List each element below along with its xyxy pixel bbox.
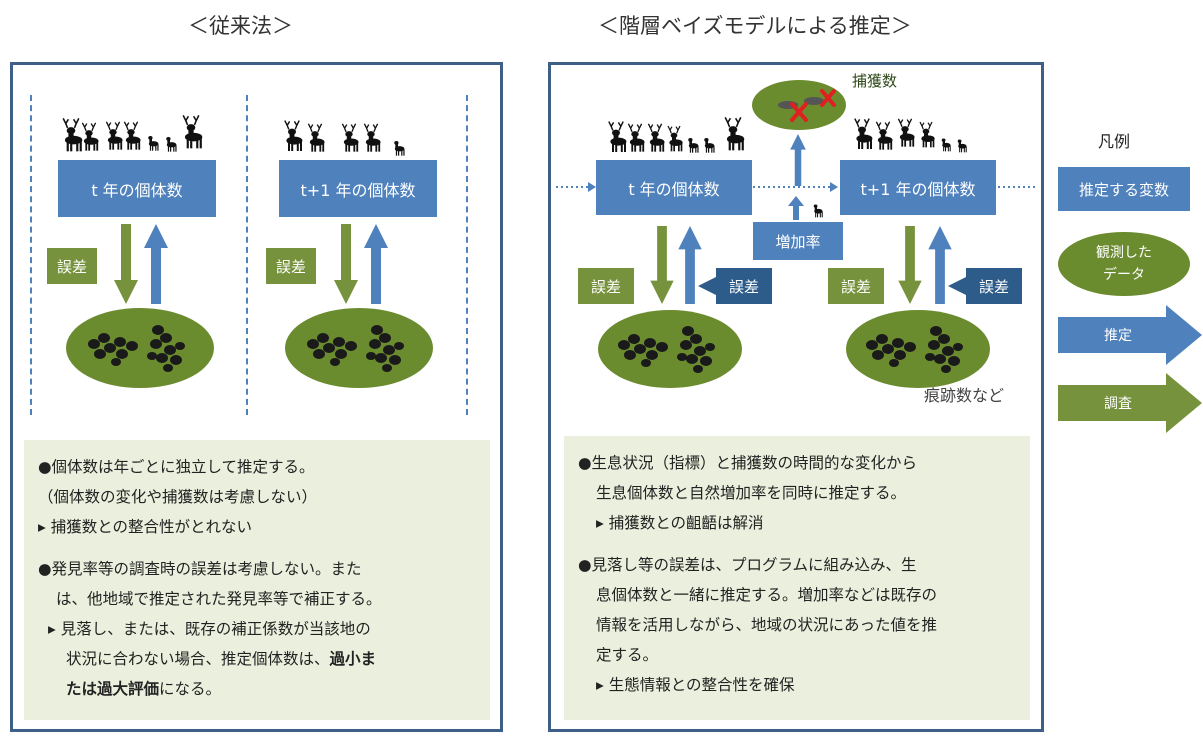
right-error-label-3: 誤差 (828, 268, 884, 304)
left-note-line-1: ●個体数は年ごとに独立して推定する。 (38, 458, 315, 476)
right-notes: ●生息状況（指標）と捕獲数の時間的な変化から 生息個体数と自然増加率を同時に推定… (564, 436, 1030, 720)
left-note-line-6: ▸ 見落し、または、既存の補正係数が当該地の (48, 620, 371, 638)
left-title: ＜従来法＞ (188, 14, 293, 38)
legend-estimate-label: 推定 (1104, 328, 1132, 344)
left-error-label-1: 誤差 (47, 248, 97, 284)
left-note-line-5: は、他地域で推定された発見率等で補正する。 (56, 590, 382, 608)
right-error-label-2: 誤差 (716, 268, 772, 304)
right-error-label-1: 誤差 (578, 268, 634, 304)
right-note-line-2: 生息個体数と自然増加率を同時に推定する。 (596, 484, 907, 502)
right-note-line-6: 情報を活用しながら、地域の状況にあった値を推 (596, 616, 938, 634)
deer-herd-t-icon (58, 102, 208, 160)
legend-survey-label: 調査 (1104, 396, 1132, 412)
right-note-line-5: 息個体数と一緒に推定する。増加率などは既存の (596, 586, 938, 604)
survey-arrow-1 (114, 224, 138, 304)
right-note-line-4: ●見落し等の誤差は、プログラムに組み込み、生 (578, 556, 917, 574)
left-notes: ●個体数は年ごとに独立して推定する。 （個体数の変化や捕獲数は考慮しない） ▸ … (24, 440, 490, 720)
left-box-t1: t+1 年の個体数 (279, 160, 437, 217)
deer-herd-t-right-icon (604, 104, 754, 160)
right-title: ＜階層ベイズモデルによる推定＞ (598, 14, 912, 38)
left-observation-ellipse-2 (285, 308, 433, 388)
left-observation-ellipse-1 (66, 308, 214, 388)
estimate-arrow-2 (364, 224, 388, 304)
left-divider-2 (246, 95, 248, 415)
fawn-icon (810, 198, 824, 218)
legend-observed-line-1: 観測した (1096, 245, 1152, 261)
left-divider-3 (466, 95, 468, 415)
left-note-line-2: （個体数の変化や捕獲数は考慮しない） (38, 488, 318, 506)
right-box-t1: t+1 年の個体数 (840, 160, 996, 215)
legend-estimate-arrow: 推定 (1058, 305, 1202, 365)
right-note-line-3: ▸ 捕獲数との齟齬は解消 (596, 514, 764, 532)
growth-arrow (788, 196, 804, 220)
legend-variable-box: 推定する変数 (1058, 167, 1190, 211)
right-note-line-1: ●生息状況（指標）と捕獲数の時間的な変化から (578, 454, 918, 472)
capture-label: 捕獲数 (852, 72, 898, 90)
legend-survey-arrow: 調査 (1058, 373, 1202, 433)
right-note-line-7: 定する。 (596, 646, 659, 664)
left-note-line-4: ●発見率等の調査時の誤差は考慮しない。また (38, 560, 362, 578)
deer-herd-t1-right-icon (850, 104, 980, 160)
left-error-label-2: 誤差 (266, 248, 316, 284)
legend-title: 凡例 (1098, 132, 1131, 151)
error-arrow-left-1 (698, 276, 718, 296)
right-observation-ellipse-2 (846, 310, 990, 388)
left-note-line-3: ▸ 捕獲数との整合性がとれない (38, 518, 253, 536)
trace-label: 痕跡数など (924, 386, 1005, 405)
right-note-line-8: ▸ 生態情報との整合性を確保 (596, 676, 795, 694)
left-divider-1 (30, 95, 32, 415)
right-box-t: t 年の個体数 (596, 160, 752, 215)
right-error-label-4: 誤差 (966, 268, 1022, 304)
growth-rate-box: 増加率 (753, 222, 843, 260)
error-arrow-left-2 (948, 276, 968, 296)
left-note-line-8: たは過大評価になる。 (66, 680, 222, 698)
survey-arrow-3 (650, 226, 674, 304)
survey-arrow-2 (334, 224, 358, 304)
legend-observed-ellipse: 観測した データ (1058, 232, 1190, 296)
left-box-t: t 年の個体数 (58, 160, 216, 217)
deer-herd-t1-icon (280, 108, 430, 164)
estimate-arrow-1 (144, 224, 168, 304)
left-note-line-7: 状況に合わない場合、推定個体数は、過小ま (66, 650, 377, 668)
legend-observed-line-2: データ (1103, 267, 1145, 283)
right-observation-ellipse-1 (598, 310, 742, 388)
survey-arrow-4 (898, 226, 922, 304)
capture-arrow (786, 134, 810, 186)
timeline-dots (552, 180, 1040, 194)
capture-ellipse (752, 80, 846, 130)
